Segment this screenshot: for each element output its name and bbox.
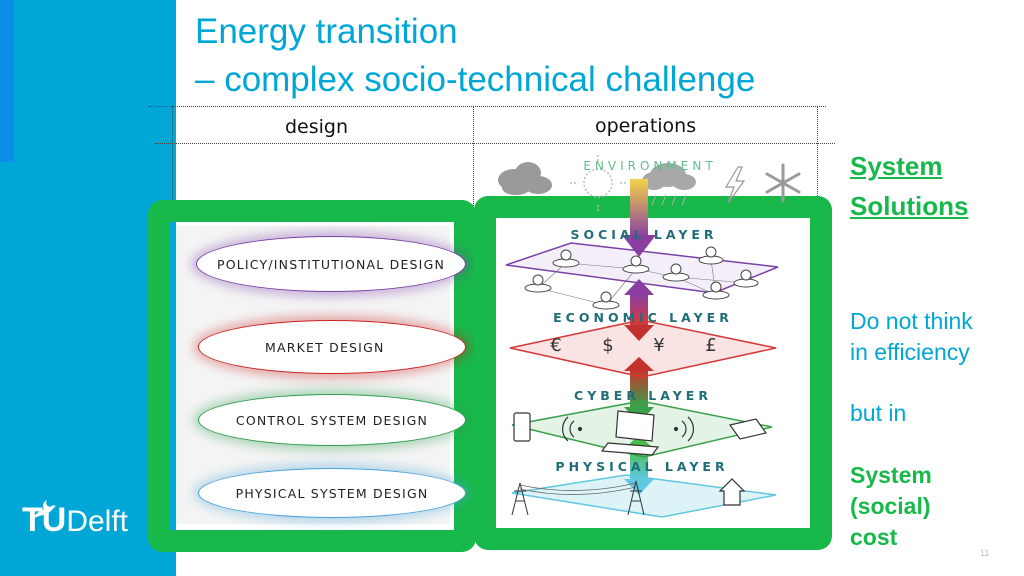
environment-label: ENVIRONMENT xyxy=(583,159,716,173)
sidebar-accent xyxy=(0,0,14,162)
physical-design-label: PHYSICAL SYSTEM DESIGN xyxy=(235,485,429,501)
market-design-ellipse: MARKET DESIGN xyxy=(198,320,466,374)
design-panel: POLICY/INSTITUTIONAL DESIGN MARKET DESIG… xyxy=(176,226,466,524)
control-design-label: CONTROL SYSTEM DESIGN xyxy=(235,412,429,428)
environment-arrow-head xyxy=(622,235,656,257)
system-cost-line-3: cost xyxy=(850,524,898,550)
operations-diagram: ENVIRONMENT SOCIAL LAYER ECONOMIC LAY xyxy=(498,153,802,523)
cloud-icon xyxy=(498,162,552,195)
title-line-2: – complex socio-technical challenge xyxy=(195,60,756,99)
efficiency-text: Do not think in efficiency xyxy=(850,306,973,368)
column-header-operations: operations xyxy=(595,115,697,137)
currency-euro: € xyxy=(550,335,561,356)
sidebar-band xyxy=(0,0,176,576)
table-right-border xyxy=(817,106,818,206)
title-line-1: Energy transition xyxy=(195,12,458,51)
transmission-tower-icon xyxy=(511,480,645,516)
person-icons xyxy=(524,246,759,310)
wifi-right-icon xyxy=(673,416,694,442)
cyber-layer-label: CYBER LAYER xyxy=(574,388,712,403)
logo-delft: Delft xyxy=(66,505,129,538)
but-in-text: but in xyxy=(850,400,907,426)
environment-arrow xyxy=(630,179,648,237)
control-design-ellipse: CONTROL SYSTEM DESIGN xyxy=(198,394,466,446)
system-cost-line-2: (social) xyxy=(850,493,931,519)
operations-panel-bg xyxy=(500,223,802,523)
system-cost-text: System (social) cost xyxy=(850,460,932,553)
physical-layer-label: PHYSICAL LAYER xyxy=(555,459,728,474)
laptop-icon xyxy=(600,410,660,456)
sun-icon xyxy=(568,153,628,213)
table-header-border xyxy=(155,143,835,144)
policy-design-label: POLICY/INSTITUTIONAL DESIGN xyxy=(216,256,446,272)
table-top-border xyxy=(148,106,826,107)
column-header-design: design xyxy=(285,116,349,138)
wifi-left-icon xyxy=(562,416,583,442)
tu-delft-logo: TU Delft xyxy=(22,500,129,538)
page-number: 11 xyxy=(980,548,990,558)
currency-pound: £ xyxy=(705,335,716,356)
system-solutions-line-2: Solutions xyxy=(850,191,969,221)
efficiency-line-1: Do not think xyxy=(850,308,973,334)
lightning-icon xyxy=(724,166,746,204)
system-solutions-line-1: System xyxy=(850,151,943,181)
tablet-icon xyxy=(728,418,768,440)
currency-yen: ¥ xyxy=(653,335,664,356)
social-layer-label: SOCIAL LAYER xyxy=(570,227,717,242)
table-left-border xyxy=(172,106,173,206)
economic-cyber-arrow xyxy=(624,357,654,423)
slide-title: Energy transition – complex socio-techni… xyxy=(195,8,755,104)
phone-icon xyxy=(513,412,531,442)
operations-frame xyxy=(474,196,832,550)
market-design-label: MARKET DESIGN xyxy=(265,339,385,355)
economic-layer-label: ECONOMIC LAYER xyxy=(553,310,733,325)
policy-design-ellipse: POLICY/INSTITUTIONAL DESIGN xyxy=(196,236,466,292)
physical-design-ellipse: PHYSICAL SYSTEM DESIGN xyxy=(198,468,466,518)
power-lines xyxy=(519,482,637,495)
rain-cloud-icon xyxy=(642,163,696,190)
rain-icon xyxy=(651,194,687,206)
system-solutions-heading: System Solutions xyxy=(850,146,968,226)
efficiency-line-2: in efficiency xyxy=(850,339,970,365)
system-cost-line-1: System xyxy=(850,462,932,488)
flame-icon xyxy=(32,500,56,519)
design-frame xyxy=(148,200,476,552)
social-economic-arrow xyxy=(624,279,654,341)
economic-layer-plane xyxy=(509,319,777,378)
snowflake-icon xyxy=(765,163,801,203)
currency-dollar: $ xyxy=(602,335,613,356)
house-icon xyxy=(718,478,746,506)
physical-layer-plane xyxy=(511,474,777,518)
table-middle-border xyxy=(473,106,474,206)
